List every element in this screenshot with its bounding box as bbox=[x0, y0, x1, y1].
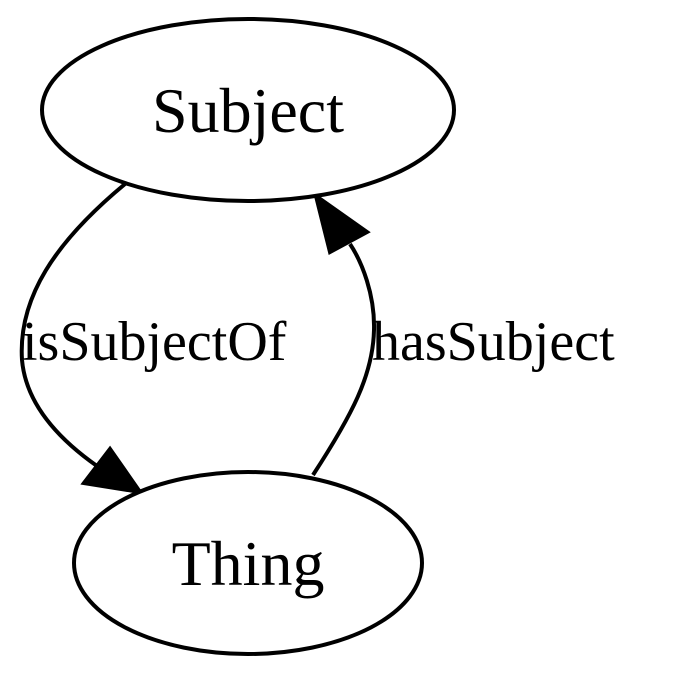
node-subject[interactable]: Subject bbox=[40, 17, 456, 203]
node-thing-label: Thing bbox=[172, 528, 325, 599]
node-subject-label: Subject bbox=[152, 75, 344, 146]
node-thing[interactable]: Thing bbox=[72, 470, 424, 656]
edge-is-subject-of-arrowhead bbox=[80, 445, 145, 495]
node-subject-ellipse bbox=[40, 17, 456, 203]
edge-has-subject: hasSubject bbox=[311, 191, 615, 477]
edge-has-subject-line bbox=[311, 242, 377, 477]
edge-has-subject-arrowhead bbox=[312, 191, 371, 255]
node-thing-ellipse bbox=[72, 470, 424, 656]
edge-label-is-subject-of: isSubjectOf bbox=[22, 311, 287, 373]
edge-label-has-subject: hasSubject bbox=[372, 311, 615, 373]
edge-is-subject-of: isSubjectOf bbox=[19, 182, 287, 495]
edge-is-subject-of-line bbox=[19, 182, 127, 468]
